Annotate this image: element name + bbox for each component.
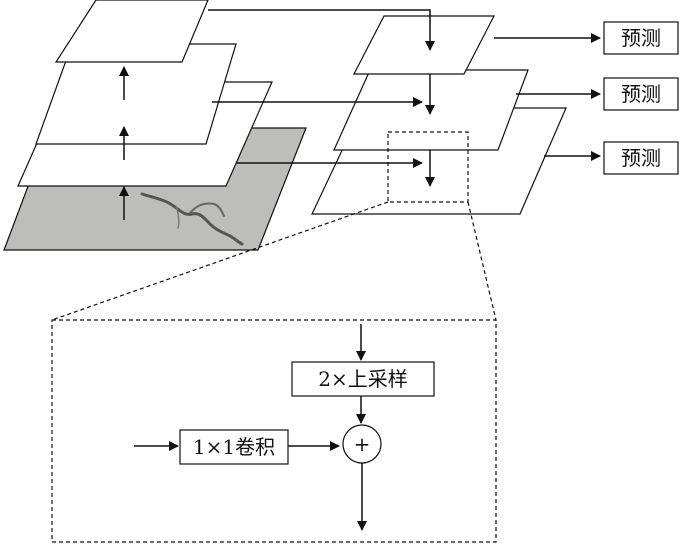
prediction-box-3 [603, 141, 679, 175]
bottom-up-level-3 [54, 0, 209, 63]
zoom-region [387, 131, 469, 203]
upsample-label: 2×上采样 [318, 367, 407, 391]
prediction-box-1 [603, 21, 679, 55]
lateral-connection-top [208, 9, 435, 51]
top-down-level-top [353, 15, 495, 75]
top-down-level-middle [333, 69, 529, 151]
prediction-outputs: 预测 预测 预测 [494, 21, 679, 175]
zoom-connectors [51, 201, 497, 321]
zoom-connector-right [467, 201, 497, 321]
detail-frame [51, 319, 497, 543]
conv-label: 1×1卷积 [193, 435, 275, 459]
upsample-box [291, 361, 435, 397]
crack-branch [189, 202, 225, 217]
prediction-label-1: 预测 [621, 26, 661, 50]
prediction-box-2 [603, 77, 679, 111]
prediction-label-3: 预测 [621, 146, 661, 170]
add-symbol: + [354, 432, 371, 456]
conv-box [179, 429, 289, 465]
crack-branch-2 [175, 205, 180, 229]
prediction-label-2: 预测 [621, 82, 661, 106]
crack-texture [140, 192, 244, 246]
lateral-connections [208, 9, 435, 168]
merge-detail: 2×上采样 1×1卷积 + [51, 319, 497, 543]
top-down-pathway [311, 15, 567, 215]
bottom-up-pathway [3, 0, 307, 251]
zoom-connector-left [51, 201, 389, 321]
